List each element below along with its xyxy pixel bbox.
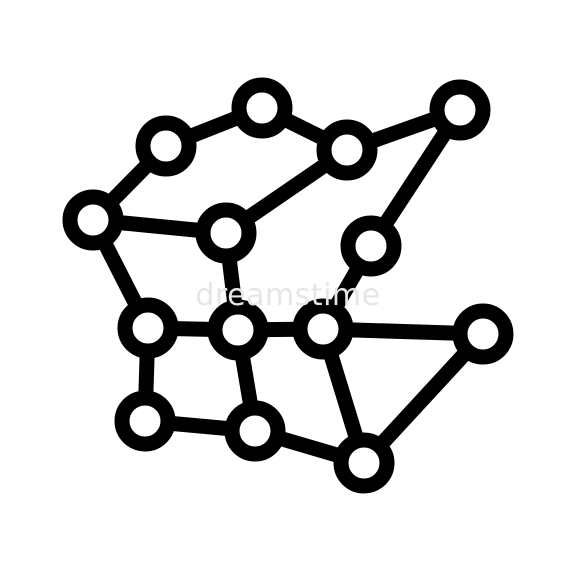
graph-node-13: [333, 432, 395, 494]
graph-node-5: [195, 202, 257, 264]
graph-node-11: [114, 390, 176, 452]
graph-nodes: [62, 77, 514, 494]
graph-node-2: [316, 119, 378, 181]
graph-node-0: [231, 77, 293, 139]
graph-node-3: [429, 79, 491, 141]
graph-node-10: [452, 303, 514, 365]
graph-node-9: [292, 298, 354, 360]
graph-node-12: [224, 400, 286, 462]
graph-node-1: [135, 115, 197, 177]
graph-node-8: [207, 299, 269, 361]
graph-node-6: [340, 215, 402, 277]
graph-node-7: [117, 297, 179, 359]
graph-node-4: [62, 189, 124, 251]
